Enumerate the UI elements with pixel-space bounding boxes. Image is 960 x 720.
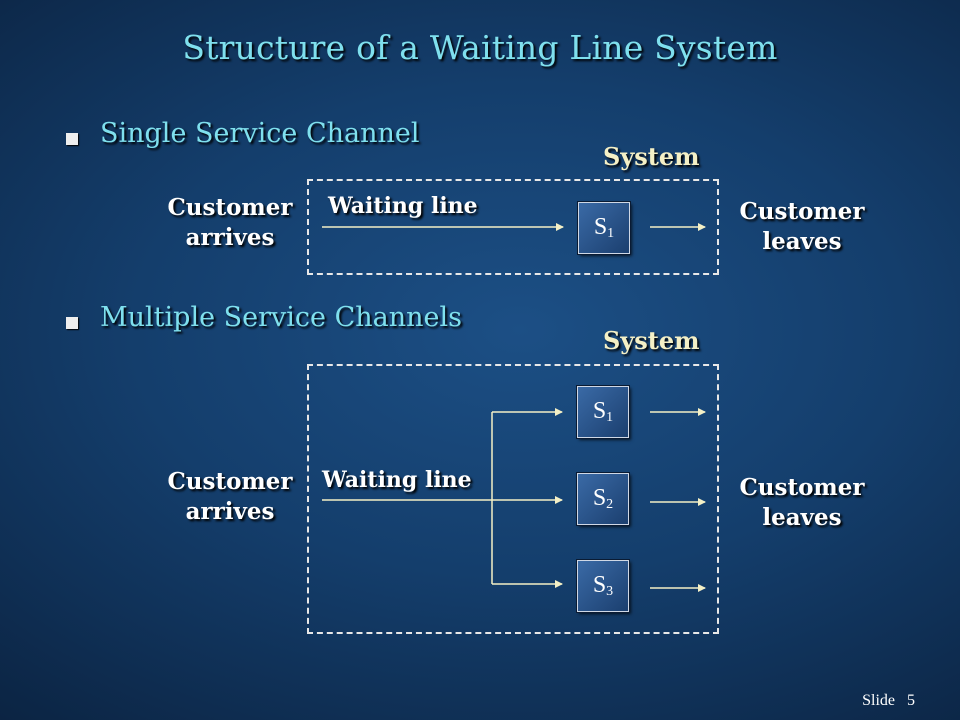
- server-index: 3: [606, 584, 614, 599]
- bullet-square-icon: [66, 133, 78, 145]
- multiple-system-label: System: [603, 326, 700, 355]
- slide-footer-label: Slide: [862, 692, 895, 709]
- single-waiting-line-label: Waiting line: [328, 193, 478, 219]
- multiple-arrive-line1: Customer: [167, 468, 293, 495]
- single-arrive-line1: Customer: [167, 194, 293, 221]
- slide-footer: Slide 5: [850, 692, 915, 710]
- slide-page-number: 5: [907, 692, 915, 709]
- multiple-server-s1: S1: [576, 385, 630, 439]
- multiple-arrive-line2: arrives: [185, 498, 275, 525]
- single-leave-line1: Customer: [739, 198, 865, 225]
- single-system-label: System: [603, 142, 700, 171]
- server-letter: S: [592, 485, 607, 511]
- server-letter: S: [593, 214, 608, 240]
- multiple-waiting-line-label: Waiting line: [322, 467, 472, 493]
- multiple-server-s3: S3: [576, 559, 630, 613]
- multiple-leave-line2: leaves: [762, 504, 842, 531]
- multiple-server-s2: S2: [576, 472, 630, 526]
- bullet-square-icon: [66, 317, 78, 329]
- server-letter: S: [592, 572, 607, 598]
- slide-title: Structure of a Waiting Line System: [182, 28, 778, 67]
- server-index: 1: [606, 410, 614, 425]
- multiple-leave-line1: Customer: [739, 474, 865, 501]
- multiple-customer-leaves: Customer leaves: [722, 473, 882, 533]
- single-system-boundary: [307, 179, 719, 275]
- multiple-channel-heading: Multiple Service Channels: [100, 302, 462, 333]
- single-leave-line2: leaves: [762, 228, 842, 255]
- single-arrive-line2: arrives: [185, 224, 275, 251]
- single-customer-leaves: Customer leaves: [722, 197, 882, 257]
- multiple-system-boundary: [307, 364, 719, 634]
- single-customer-arrives: Customer arrives: [150, 193, 310, 253]
- single-server-s1: S1: [577, 201, 631, 255]
- server-letter: S: [592, 398, 607, 424]
- single-channel-heading: Single Service Channel: [100, 118, 420, 149]
- multiple-customer-arrives: Customer arrives: [150, 467, 310, 527]
- server-index: 1: [607, 226, 615, 241]
- server-index: 2: [606, 497, 614, 512]
